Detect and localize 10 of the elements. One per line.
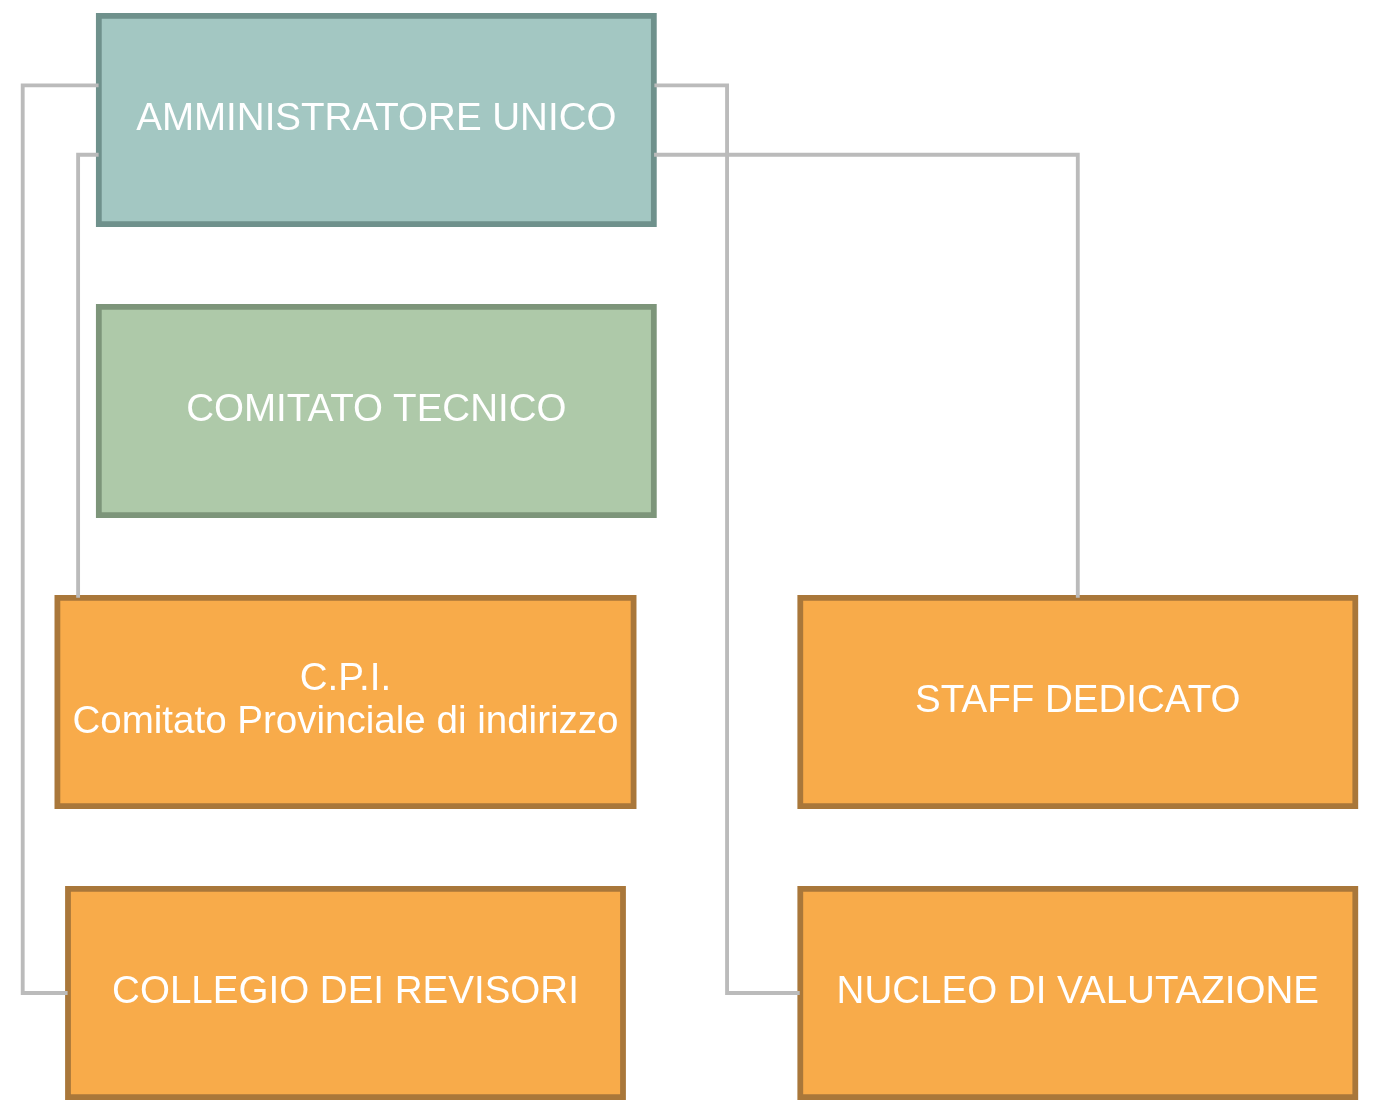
node-box: STAFF DEDICATO	[797, 595, 1359, 809]
node-box: C.P.I. Comitato Provinciale di indirizzo	[54, 595, 637, 809]
node-box: NUCLEO DI VALUTAZIONE	[797, 886, 1359, 1100]
connector	[654, 83, 800, 995]
connector	[76, 152, 99, 598]
connector	[654, 152, 1080, 598]
node-box: AMMINISTRATORE UNICO	[95, 13, 657, 227]
node-box: COMITATO TECNICO	[95, 304, 657, 518]
connector	[20, 83, 99, 995]
node-box: COLLEGIO DEI REVISORI	[65, 886, 626, 1100]
